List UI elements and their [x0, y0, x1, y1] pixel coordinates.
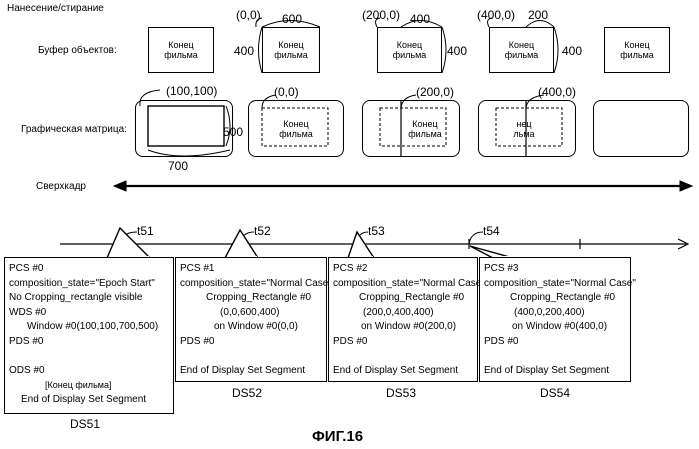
- plane-1-width: 700: [168, 159, 188, 173]
- ds51-line: PDS #0: [9, 335, 169, 350]
- ds54-line: PDS #0: [484, 335, 626, 350]
- ds52-line: [180, 349, 322, 364]
- buffer-3-width: 400: [410, 12, 430, 26]
- segment-ds53: PCS #2 composition_state="Normal Case" C…: [328, 257, 478, 382]
- plane-1-height: 500: [223, 125, 243, 139]
- object-buffer-label: Буфер объектов:: [38, 45, 117, 56]
- plane-3-text: Конец фильма: [391, 119, 459, 139]
- time-t52: t52: [254, 224, 271, 238]
- buffer-object-2: Конец фильма: [262, 27, 320, 73]
- ds52-line: PDS #0: [180, 335, 322, 350]
- buffer-4-origin: (400,0): [477, 8, 515, 22]
- buffer-2-origin: (0,0): [236, 8, 261, 22]
- ds54-line: [484, 349, 626, 364]
- plane-3-origin: (200,0): [416, 85, 454, 99]
- buffer-3-origin: (200,0): [362, 8, 400, 22]
- ds53-line: (200,0,400,400): [333, 306, 473, 321]
- ds54-line: (400,0,200,400): [484, 306, 626, 321]
- plane-2: Конец фильма: [248, 100, 344, 157]
- ds52-line: PCS #1: [180, 262, 322, 277]
- callout-pointers: [107, 228, 513, 258]
- buffer-object-1-text: Конец фильма: [149, 40, 213, 60]
- plane-4: нец льма: [478, 100, 576, 157]
- segment-ds52-name: DS52: [232, 386, 262, 400]
- buffer-4-width: 200: [528, 8, 548, 22]
- plane-4-text: нец льма: [509, 119, 539, 139]
- buffer-object-4-text: Конец фильма: [490, 40, 553, 60]
- segment-ds54: PCS #3 composition_state="Normal Case" C…: [479, 257, 631, 382]
- plane-2-text: Конец фильма: [249, 119, 343, 139]
- buffer-4-height: 400: [562, 44, 582, 58]
- epoch-label: Сверхкадр: [36, 181, 86, 192]
- ds51-line: WDS #0: [9, 306, 169, 321]
- ds51-line: Window #0(100,100,700,500): [9, 320, 169, 335]
- buffer-object-5-text: Конец фильма: [605, 40, 669, 60]
- ds53-line: PCS #2: [333, 262, 473, 277]
- ds52-line: composition_state="Normal Case": [180, 277, 322, 292]
- buffer-object-4: Конец фильма: [489, 27, 554, 73]
- buffer-2-width: 600: [282, 12, 302, 26]
- ds53-line: End of Display Set Segment: [333, 364, 473, 379]
- ds51-line: composition_state="Epoch Start": [9, 277, 169, 292]
- buffer-object-5: Конец фильма: [604, 27, 670, 73]
- ds51-line: [9, 349, 169, 364]
- segment-ds52: PCS #1 composition_state="Normal Case" C…: [175, 257, 327, 382]
- time-t51: t51: [137, 224, 154, 238]
- figure-caption: ФИГ.16: [312, 428, 363, 445]
- plane-2-origin: (0,0): [274, 85, 299, 99]
- plane-1-origin: (100,100): [166, 84, 217, 98]
- plane-3: Конец фильма: [362, 100, 460, 157]
- buffer-object-3: Конец фильма: [377, 27, 442, 73]
- ds54-line: on Window #0(400,0): [484, 320, 626, 335]
- draw-erase-label: Нанесение/стирание: [7, 3, 104, 14]
- ds53-line: [333, 349, 473, 364]
- segment-ds51-name: DS51: [70, 417, 100, 431]
- ds52-line: End of Display Set Segment: [180, 364, 322, 379]
- tick-leaders: [120, 232, 483, 244]
- ds53-line: Cropping_Rectangle #0: [333, 291, 473, 306]
- time-t54: t54: [483, 224, 500, 238]
- timeline-axis: [60, 239, 688, 249]
- ds52-line: (0,0,600,400): [180, 306, 322, 321]
- ds54-line: Cropping_Rectangle #0: [484, 291, 626, 306]
- segment-ds51: PCS #0 composition_state="Epoch Start" N…: [4, 257, 174, 414]
- plane-1: [135, 100, 233, 157]
- graphics-plane-label: Графическая матрица:: [21, 124, 127, 135]
- ds53-line: composition_state="Normal Case": [333, 277, 473, 292]
- buffer-object-3-text: Конец фильма: [378, 40, 441, 60]
- ds51-line: PCS #0: [9, 262, 169, 277]
- plane-4-origin: (400,0): [538, 85, 576, 99]
- ds52-line: on Window #0(0,0): [180, 320, 322, 335]
- segment-ds53-name: DS53: [386, 386, 416, 400]
- buffer-2-height: 400: [234, 44, 254, 58]
- ds53-line: PDS #0: [333, 335, 473, 350]
- ds51-line: [Конец фильма]: [9, 378, 169, 393]
- ds51-line: No Cropping_rectangle visible: [9, 291, 169, 306]
- ds54-line: composition_state="Normal Case": [484, 277, 626, 292]
- ds51-line: ODS #0: [9, 364, 169, 379]
- ds54-line: PCS #3: [484, 262, 626, 277]
- buffer-object-2-text: Конец фильма: [263, 40, 319, 60]
- ds52-line: Cropping_Rectangle #0: [180, 291, 322, 306]
- epoch-arrow: [114, 181, 692, 191]
- time-t53: t53: [368, 224, 385, 238]
- plane-5: [593, 100, 689, 157]
- buffer-object-1: Конец фильма: [148, 27, 214, 73]
- ds54-line: End of Display Set Segment: [484, 364, 626, 379]
- ds51-line: End of Display Set Segment: [9, 393, 169, 408]
- segment-ds54-name: DS54: [540, 386, 570, 400]
- buffer-3-height: 400: [447, 44, 467, 58]
- ds53-line: on Window #0(200,0): [333, 320, 473, 335]
